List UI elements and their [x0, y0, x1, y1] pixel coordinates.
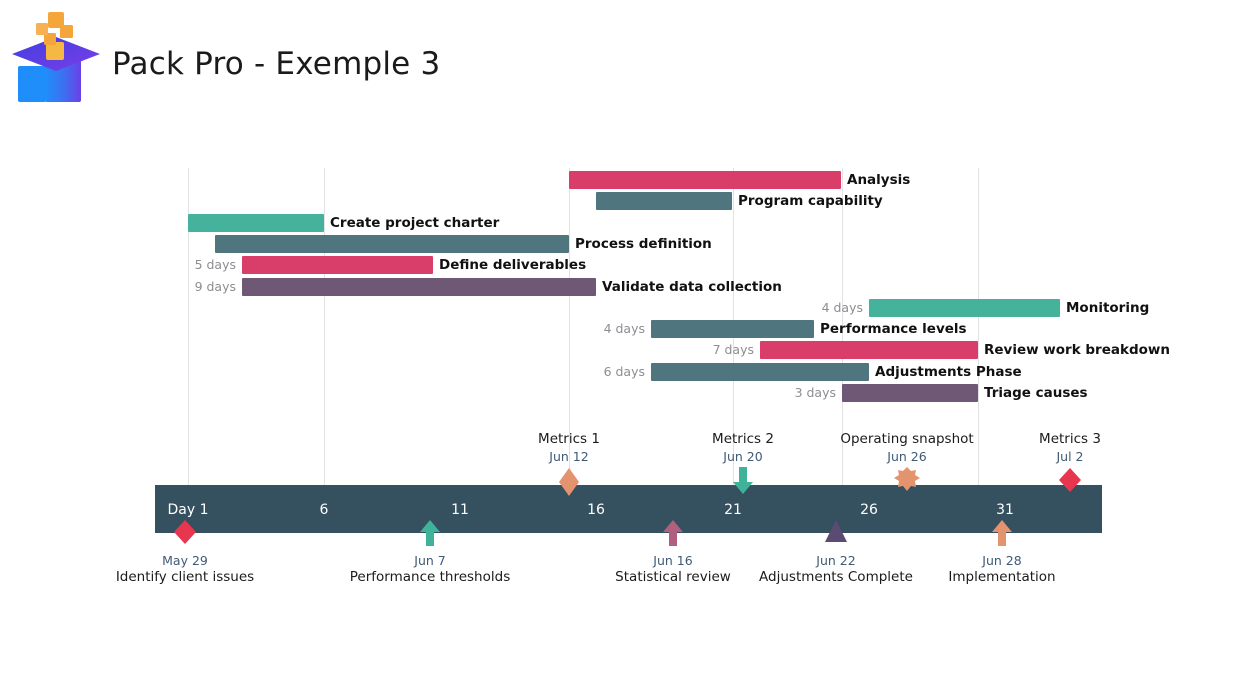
task-label: Program capability — [738, 193, 883, 209]
milestone-above[interactable]: Metrics 1 Jun 12 — [538, 431, 600, 465]
milestone-name: Identify client issues — [115, 569, 255, 585]
task-bar[interactable] — [596, 192, 732, 210]
milestone-marker-arrow-up-icon[interactable] — [419, 519, 441, 551]
task-row[interactable]: 4 days Performance levels — [0, 320, 1260, 338]
task-bar[interactable] — [651, 363, 869, 381]
task-row[interactable]: Process definition — [0, 235, 1260, 253]
gridline — [569, 168, 570, 485]
task-label: Monitoring — [1066, 300, 1150, 316]
gridline — [978, 168, 979, 485]
task-duration-label: 3 days — [794, 385, 836, 400]
milestone-marker-diamond-icon[interactable] — [173, 519, 197, 549]
task-label: Validate data collection — [602, 279, 782, 295]
task-label: Adjustments Phase — [875, 364, 1022, 380]
milestone-date: Jul 2 — [1056, 449, 1084, 464]
milestone-name: Metrics 3 — [1039, 431, 1101, 447]
task-label: Process definition — [575, 236, 712, 252]
milestone-name: Implementation — [948, 569, 1056, 585]
gridline — [842, 168, 843, 485]
axis-tick-label: 6 — [319, 502, 329, 518]
milestone-marker-arrow-up-icon[interactable] — [991, 519, 1013, 551]
milestone-marker-arrow-down-icon[interactable] — [732, 467, 754, 499]
task-bar[interactable] — [569, 171, 841, 189]
task-label: Analysis — [847, 172, 911, 188]
milestone-name: Metrics 1 — [538, 431, 600, 447]
task-label: Define deliverables — [439, 257, 587, 273]
milestone-name: Statistical review — [615, 569, 731, 585]
milestone-marker-triangle-icon[interactable] — [824, 519, 848, 547]
milestone-marker-diamond-icon[interactable] — [1058, 467, 1082, 497]
task-row[interactable]: Program capability — [0, 192, 1260, 210]
task-label: Create project charter — [330, 215, 500, 231]
task-row[interactable]: Analysis — [0, 171, 1260, 189]
task-row[interactable]: 6 days Adjustments Phase — [0, 363, 1260, 381]
task-label: Performance levels — [820, 321, 967, 337]
page-header: Pack Pro - Exemple 3 — [0, 0, 1260, 140]
axis-tick-label: 16 — [587, 502, 605, 518]
milestone-marker-arrow-up-icon[interactable] — [662, 519, 684, 551]
milestone-date: Jun 20 — [723, 449, 763, 464]
milestone-name: Operating snapshot — [840, 431, 974, 447]
task-bar[interactable] — [242, 256, 433, 274]
task-bar[interactable] — [215, 235, 569, 253]
task-duration-label: 4 days — [821, 300, 863, 315]
task-row[interactable]: 4 days Monitoring — [0, 299, 1260, 317]
milestone-marker-star-icon[interactable] — [894, 467, 920, 499]
task-row[interactable]: Create project charter — [0, 214, 1260, 232]
axis-tick-label: 11 — [451, 502, 469, 518]
task-duration-label: 4 days — [603, 321, 645, 336]
axis-tick-label: 26 — [860, 502, 878, 518]
milestone-marker-diamond-tall-icon[interactable] — [558, 467, 580, 501]
milestone-above[interactable]: Metrics 3 Jul 2 — [1039, 431, 1101, 465]
task-row[interactable]: 3 days Triage causes — [0, 384, 1260, 402]
task-bar[interactable] — [188, 214, 324, 232]
task-row[interactable]: 7 days Review work breakdown — [0, 341, 1260, 359]
milestone-date: Jun 26 — [887, 449, 927, 464]
task-label: Review work breakdown — [984, 342, 1170, 358]
task-bar[interactable] — [869, 299, 1060, 317]
task-duration-label: 9 days — [194, 279, 236, 294]
milestone-date: Jun 7 — [414, 553, 446, 568]
milestone-date: May 29 — [162, 553, 208, 568]
task-label: Triage causes — [984, 385, 1088, 401]
milestone-date: Jun 12 — [549, 449, 589, 464]
milestone-date: Jun 28 — [982, 553, 1022, 568]
task-row[interactable]: 5 days Define deliverables — [0, 256, 1260, 274]
milestone-name: Metrics 2 — [712, 431, 774, 447]
gridline — [188, 168, 189, 485]
task-duration-label: 5 days — [194, 257, 236, 272]
task-bar[interactable] — [242, 278, 596, 296]
task-row[interactable]: 9 days Validate data collection — [0, 278, 1260, 296]
axis-tick-label: Day 1 — [167, 502, 209, 518]
milestone-date: Jun 22 — [816, 553, 856, 568]
axis-tick-label: 31 — [996, 502, 1014, 518]
gridline — [324, 168, 325, 485]
task-duration-label: 7 days — [712, 342, 754, 357]
milestone-name: Performance thresholds — [349, 569, 511, 585]
task-bar[interactable] — [842, 384, 978, 402]
axis-tick-label: 21 — [724, 502, 742, 518]
task-bar[interactable] — [651, 320, 814, 338]
page-title: Pack Pro - Exemple 3 — [112, 46, 441, 82]
graduation-cap-logo — [8, 6, 104, 102]
milestone-date: Jun 16 — [653, 553, 693, 568]
timeline-axis-band — [155, 485, 1102, 533]
task-duration-label: 6 days — [603, 364, 645, 379]
milestone-name: Adjustments Complete — [759, 569, 913, 585]
milestone-above[interactable]: Metrics 2 Jun 20 — [712, 431, 774, 465]
task-bar[interactable] — [760, 341, 978, 359]
